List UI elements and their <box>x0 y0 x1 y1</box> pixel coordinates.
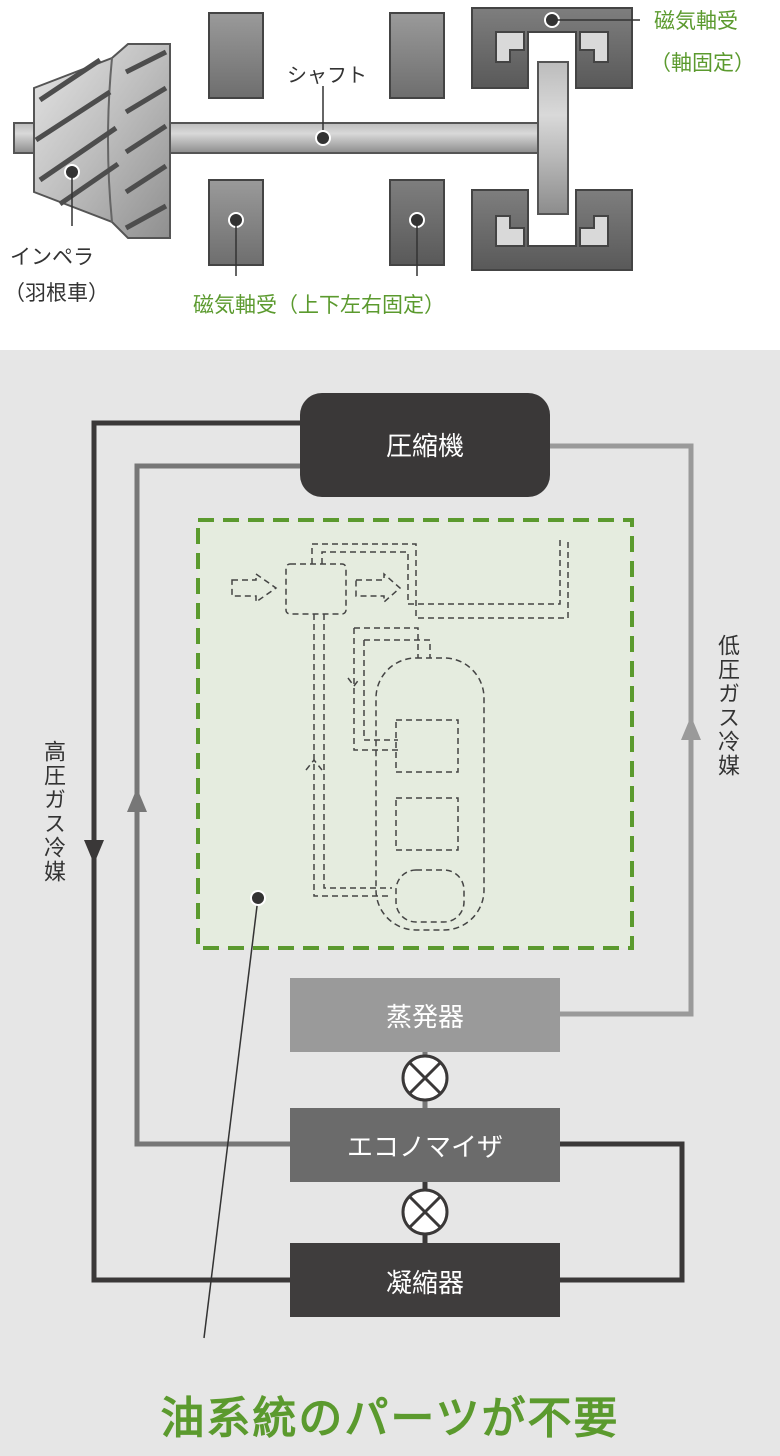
axial-bearing-top <box>471 7 633 89</box>
thrust-disc <box>537 61 569 215</box>
compressor-label: 圧縮機 <box>386 432 464 462</box>
condenser-box <box>290 1243 560 1317</box>
radial-bearing-block-top-left <box>208 12 264 99</box>
shaft-callout-dot <box>315 130 331 146</box>
impeller-hub-curve <box>107 57 113 223</box>
oil-system-area <box>196 518 634 950</box>
oil-callout-line <box>203 897 259 1339</box>
economizer-box <box>290 1108 560 1182</box>
shaft-assembly: シャフト インペラ （羽根車） 磁気軸受 （軸固定） 磁気軸受（上下左右固定） <box>4 7 755 317</box>
impeller-label-line2: （羽根車） <box>4 281 109 305</box>
low-pressure-arrow-up <box>681 716 701 740</box>
callouts <box>64 12 640 276</box>
oil-callout-dot <box>250 890 266 906</box>
axial-bearing-label-line2: （軸固定） <box>650 51 755 75</box>
oil-system-piping <box>231 538 569 931</box>
low-pressure-gas-label: 低圧ガス冷媒 <box>714 634 739 778</box>
radial-bearing-block-top-right <box>389 12 445 99</box>
impeller <box>33 43 171 239</box>
radial-bearing-label: 磁気軸受（上下左右固定） <box>193 293 445 317</box>
axial-bearing-bottom <box>471 189 633 271</box>
economizer-arrow-up <box>127 788 147 812</box>
condenser-economizer-line <box>560 1141 685 1283</box>
evaporator-box <box>290 978 560 1052</box>
expansion-valve-lower <box>401 1188 449 1236</box>
impeller-blades <box>34 49 168 231</box>
condenser-label: 凝縮器 <box>386 1269 464 1299</box>
expansion-valve-upper <box>401 1054 449 1102</box>
evaporator-label: 蒸発器 <box>386 1003 464 1033</box>
impeller-label-line1: インペラ <box>10 245 94 269</box>
compressor-box <box>300 393 550 497</box>
high-pressure-gas-label: 高圧ガス冷媒 <box>40 740 65 884</box>
high-pressure-arrow-down <box>84 840 104 864</box>
oil-system-caption: 油系統のパーツが不要 <box>160 1393 620 1444</box>
economizer-label: エコノマイザ <box>347 1133 503 1163</box>
shaft-label: シャフト <box>287 63 367 87</box>
axial-bearing-label-line1: 磁気軸受 <box>654 9 738 33</box>
